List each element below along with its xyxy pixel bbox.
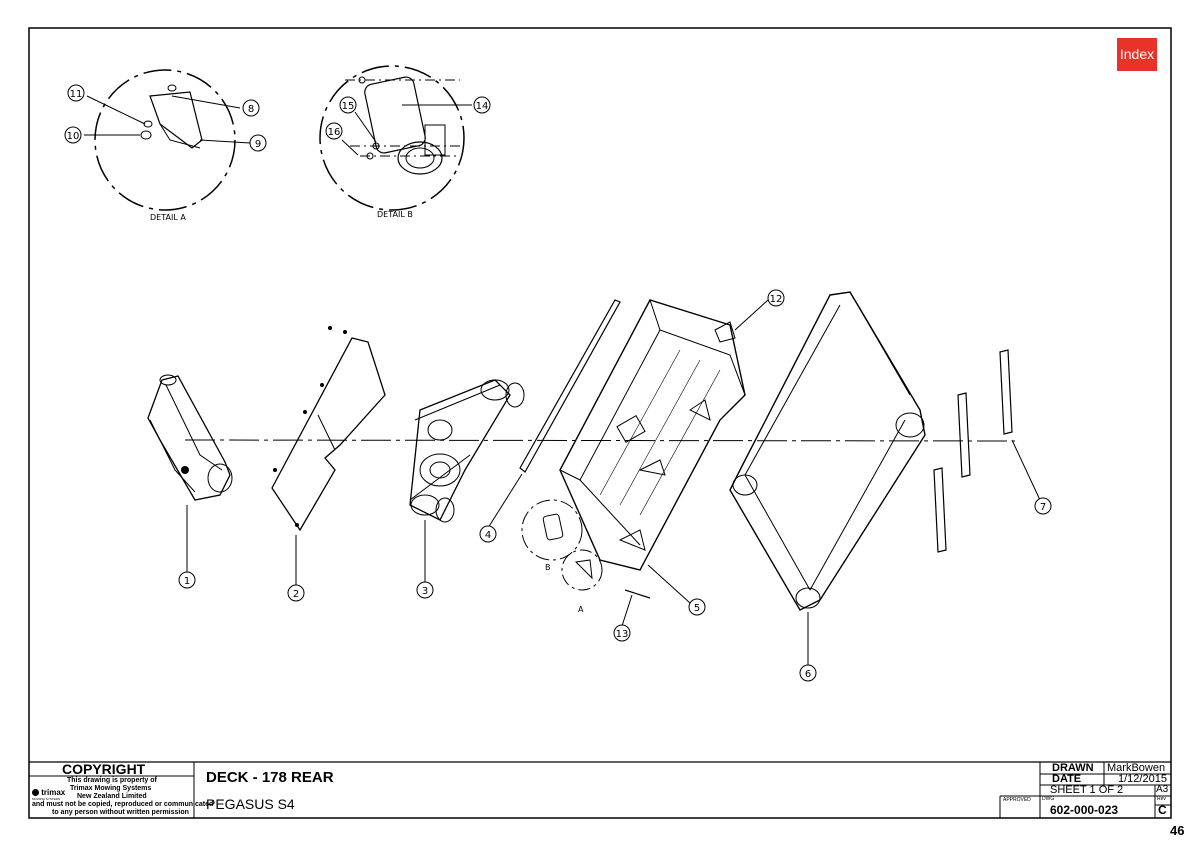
sheet-number: SHEET 1 OF 2 <box>1050 784 1124 796</box>
copyright-line-3: New Zealand Limited <box>77 793 147 800</box>
svg-text:5: 5 <box>694 603 700 614</box>
balloon-6: 6 <box>799 664 817 682</box>
svg-text:11: 11 <box>70 89 83 100</box>
part-1-front-housing <box>147 374 233 575</box>
balloon-12: 12 <box>767 289 785 307</box>
part-2-cover-panel <box>271 326 386 585</box>
copyright-heading: COPYRIGHT <box>62 761 146 777</box>
rev-label: Rev <box>1157 796 1166 802</box>
title-block <box>29 761 1171 818</box>
svg-text:14: 14 <box>476 101 489 112</box>
balloon-14: 14 <box>473 96 491 114</box>
detail-a-callout: A <box>561 549 603 614</box>
sheet-size: A3 <box>1156 784 1169 795</box>
copyright-line-2: Trimax Mowing Systems <box>70 785 152 792</box>
part-7-side-plates <box>933 349 1041 553</box>
assembly-centerline <box>184 439 1016 442</box>
date-value: 1/12/2015 <box>1118 773 1167 785</box>
svg-text:A: A <box>578 605 584 614</box>
balloon-5: 5 <box>688 598 706 616</box>
part-6-roller-frame <box>729 291 926 665</box>
detail-a-view: DETAIL A <box>84 69 251 222</box>
part-5-deck-body <box>559 299 746 604</box>
part-4-rail <box>487 299 621 529</box>
dwg-label: DWG <box>1042 796 1055 802</box>
svg-text:12: 12 <box>770 294 783 305</box>
balloon-4: 4 <box>479 525 497 543</box>
svg-text:13: 13 <box>616 629 629 640</box>
svg-text:7: 7 <box>1040 502 1046 513</box>
date-label: DATE <box>1052 773 1082 785</box>
balloon-3: 3 <box>416 581 434 599</box>
detail-b-view: DETAIL B <box>319 65 472 219</box>
svg-text:3: 3 <box>422 586 428 597</box>
svg-text:9: 9 <box>255 139 261 150</box>
trimax-logo-icon <box>32 789 39 797</box>
drawing-title: DECK - 178 REAR <box>206 769 334 786</box>
balloon-13: 13 <box>613 624 631 642</box>
rev-value: C <box>1158 803 1167 817</box>
trimax-logo-subtext: MOWING SYSTEMS <box>32 797 61 801</box>
detail-b-caption: DETAIL B <box>377 210 413 219</box>
balloon-10: 10 <box>64 126 82 144</box>
svg-text:6: 6 <box>805 669 811 680</box>
balloon-2: 2 <box>287 584 305 602</box>
balloon-1: 1 <box>178 571 196 589</box>
svg-text:2: 2 <box>293 589 299 600</box>
balloon-9: 9 <box>249 134 267 152</box>
approved-label: APPROVED <box>1003 797 1031 803</box>
index-button[interactable]: Index <box>1117 38 1157 71</box>
drawn-label: DRAWN <box>1052 762 1094 774</box>
drawn-value: MarkBowen <box>1107 762 1166 774</box>
detail-b-callout: B <box>521 499 583 572</box>
detail-a-caption: DETAIL A <box>150 213 186 222</box>
part-3-belt-drive <box>409 379 525 582</box>
copyright-line-4: and must not be copied, reproduced or co… <box>32 801 214 808</box>
part-13-bolt <box>621 589 651 627</box>
trimax-logo-text: trimax <box>41 788 66 797</box>
balloon-7: 7 <box>1034 497 1052 515</box>
balloon-11: 11 <box>67 84 85 102</box>
copyright-line-1: This drawing is property of <box>67 777 157 784</box>
sheet-border <box>28 27 1172 819</box>
drawing-subtitle: PEGASUS S4 <box>206 796 295 812</box>
svg-text:1: 1 <box>184 576 190 587</box>
svg-text:15: 15 <box>342 101 355 112</box>
page-number: 46 <box>1170 823 1185 838</box>
svg-text:16: 16 <box>328 127 341 138</box>
balloon-8: 8 <box>242 99 260 117</box>
svg-text:8: 8 <box>248 104 254 115</box>
svg-text:10: 10 <box>67 131 80 142</box>
copyright-line-5: to any person without written permission <box>52 809 189 816</box>
balloon-15: 15 <box>339 96 357 114</box>
trimax-logo: trimax <box>32 788 65 797</box>
svg-text:B: B <box>545 563 551 572</box>
dwg-number: 602-000-023 <box>1050 803 1119 817</box>
svg-text:4: 4 <box>485 530 491 541</box>
balloon-16: 16 <box>325 122 343 140</box>
part-12-bracket <box>714 299 769 343</box>
